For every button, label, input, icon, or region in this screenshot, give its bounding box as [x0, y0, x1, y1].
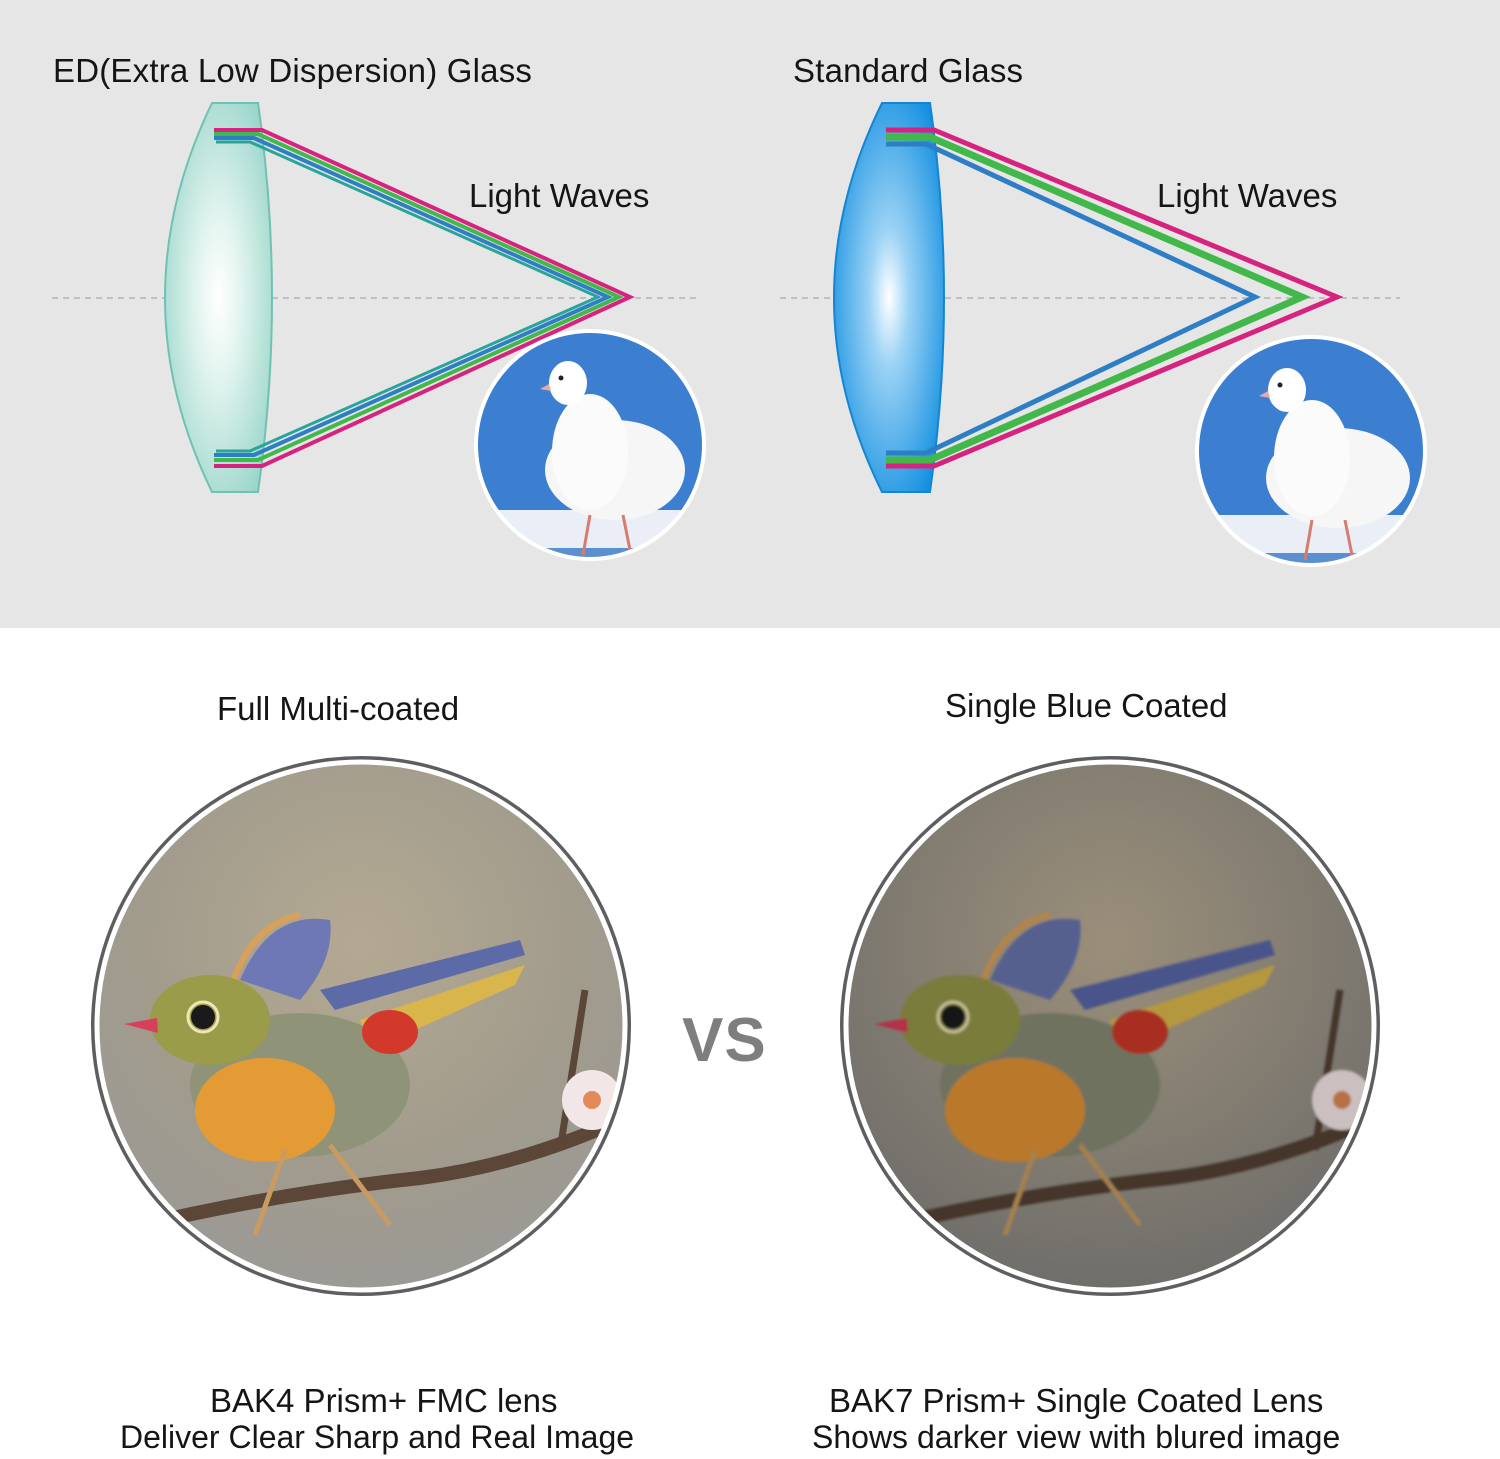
lens-dispersion-diagram	[52, 102, 1427, 567]
bird-circle-frame-right	[840, 756, 1380, 1296]
pigeon-circle-frame-left	[474, 329, 706, 561]
ed-light-rays	[214, 128, 635, 468]
full-multi-coated-heading: Full Multi-coated	[217, 690, 460, 727]
bak4-caption-description: Deliver Clear Sharp and Real Image	[120, 1419, 635, 1455]
bird-circle-frame-left	[91, 756, 631, 1296]
standard-light-rays	[886, 127, 1344, 469]
ed-glass-lens	[164, 102, 273, 493]
standard-glass-title: Standard Glass	[793, 52, 1024, 89]
vs-label: VS	[682, 1006, 767, 1075]
pigeon-circle-frame-right	[1195, 335, 1427, 567]
bird-image-sharp	[97, 762, 625, 1290]
bak4-caption-title: BAK4 Prism+ FMC lens	[210, 1382, 558, 1419]
standard-light-waves-label: Light Waves	[1157, 177, 1338, 214]
standard-glass-lens	[833, 102, 945, 493]
ed-glass-title: ED(Extra Low Dispersion) Glass	[53, 52, 533, 89]
pigeon-image-sharp	[476, 331, 704, 559]
single-blue-coated-heading: Single Blue Coated	[945, 687, 1228, 724]
bird-image-blurred	[846, 762, 1374, 1290]
bak7-caption-title: BAK7 Prism+ Single Coated Lens	[829, 1382, 1324, 1419]
bak7-caption-description: Shows darker view with blured image	[812, 1419, 1341, 1455]
ed-light-waves-label: Light Waves	[469, 177, 650, 214]
pigeon-image-standard	[1197, 337, 1425, 565]
